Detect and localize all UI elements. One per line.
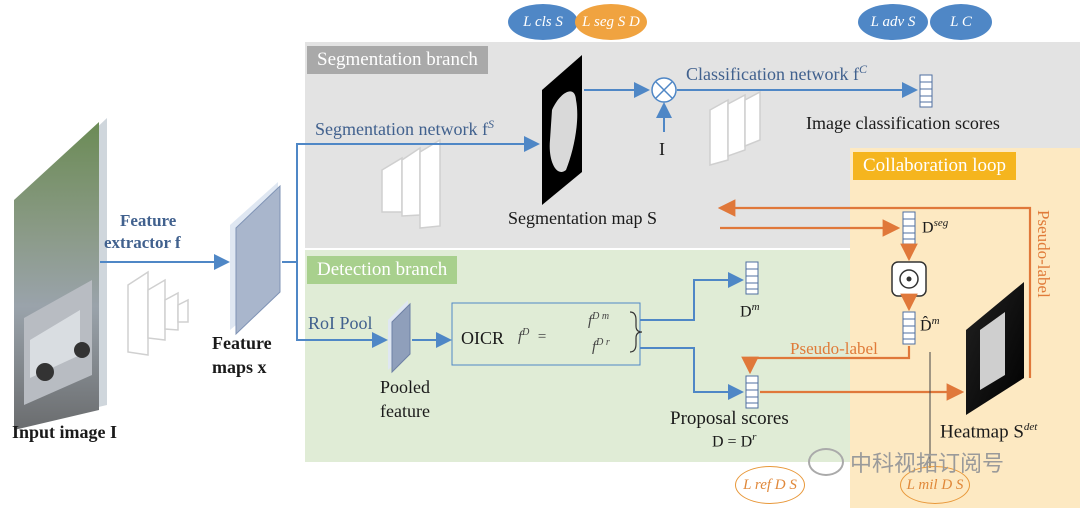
oicr-box: [451, 302, 641, 366]
heatmap-label: Heatmap Sdet: [940, 421, 1038, 443]
loss-ref-text: L ref D S: [743, 476, 797, 493]
proposal-score-vector: [745, 375, 759, 409]
proposal-eq-label: D = Dr: [712, 431, 757, 451]
segmentation-cnn-icon: [381, 138, 441, 229]
segmentation-network-text: Segmentation network f: [315, 119, 488, 139]
segmentation-branch-title: Segmentation branch: [307, 46, 488, 74]
pooled-feature-block: [388, 300, 411, 374]
loss-adv-bubble: L adv S: [858, 4, 928, 40]
classification-cnn-icon: [709, 90, 761, 166]
oicr-formula: fD =: [518, 327, 548, 345]
pseudo-label-horizontal: Pseudo-label: [790, 339, 878, 358]
d-seg-text: D: [922, 219, 934, 237]
input-image-label: Input image I: [12, 422, 118, 442]
collaboration-loop-title: Collaboration loop: [853, 152, 1017, 180]
detection-branch-title: Detection branch: [307, 256, 458, 284]
loss-cls-text: L cls S: [523, 13, 563, 30]
d-m-text: D: [740, 303, 752, 321]
d-hat-m-vector: [902, 311, 916, 345]
pooled-feature-label-2: feature: [380, 401, 430, 421]
loss-ref-bubble: L ref D S: [735, 466, 805, 504]
d-hat-m-text: D̂: [920, 317, 932, 335]
segmentation-map-label: Segmentation map S: [508, 208, 657, 228]
input-image: [14, 118, 107, 430]
classification-network-text: Classification network f: [686, 64, 859, 84]
d-m-vector: [745, 261, 759, 295]
feature-extractor-cnn-icon: [127, 270, 189, 356]
image-classification-scores-label: Image classification scores: [806, 113, 1000, 133]
feature-maps-label-2: maps x: [212, 357, 267, 377]
loss-c-bubble: L C: [930, 4, 992, 40]
oicr-fdm: fD m: [588, 311, 610, 329]
feature-maps-block: [230, 182, 281, 336]
segmentation-map-image: [542, 55, 582, 205]
loss-c-text: L C: [950, 13, 972, 30]
segmentation-network-sup: S: [487, 117, 494, 131]
d-seg-label: Dseg: [922, 217, 949, 237]
oicr-label: OICR: [461, 328, 505, 348]
classification-network-label: Classification network fC: [686, 63, 867, 83]
loss-mil-bubble: L mil D S: [900, 466, 970, 504]
proposal-eq-text: D = D: [712, 433, 753, 451]
loss-seg-bubble: L seg S D: [575, 4, 647, 40]
elementwise-product-node: [891, 261, 927, 297]
multiply-node: [651, 77, 677, 103]
pooled-feature-label-1: Pooled: [380, 377, 431, 397]
watermark-text: 中科视拓订阅号: [850, 452, 1005, 477]
proposal-scores-label: Proposal scores: [670, 408, 789, 429]
classification-score-vector: [919, 74, 933, 108]
feature-extractor-label-2: extractor f: [104, 233, 181, 252]
loss-mil-text: L mil D S: [906, 476, 964, 493]
roi-pool-label: RoI Pool: [308, 313, 373, 333]
classification-network-sup: C: [858, 62, 867, 76]
loss-seg-text: L seg S D: [582, 13, 640, 30]
d-hat-m-label: D̂m: [920, 315, 940, 335]
d-m-label: Dm: [740, 301, 760, 321]
blue-flow-arrows: [100, 82, 918, 400]
heatmap-text: Heatmap S: [940, 421, 1024, 443]
pseudo-label-vertical: Pseudo-label: [1034, 210, 1053, 298]
oicr-fdr: fD r: [592, 337, 610, 355]
segmentation-network-label: Segmentation network fS: [315, 118, 494, 138]
feature-maps-label-1: Feature: [212, 333, 272, 353]
oicr-brace: [629, 311, 643, 353]
d-seg-vector: [902, 211, 916, 245]
image-input-i-label: I: [659, 139, 665, 159]
watermark: 中科视拓订阅号: [808, 446, 1004, 478]
feature-extractor-label-1: Feature: [120, 211, 177, 230]
loss-adv-text: L adv S: [870, 13, 916, 30]
orange-flow-arrows: [717, 199, 1032, 401]
loss-cls-bubble: L cls S: [508, 4, 578, 40]
heatmap-image: [966, 282, 1024, 415]
wechat-icon: [808, 448, 844, 476]
